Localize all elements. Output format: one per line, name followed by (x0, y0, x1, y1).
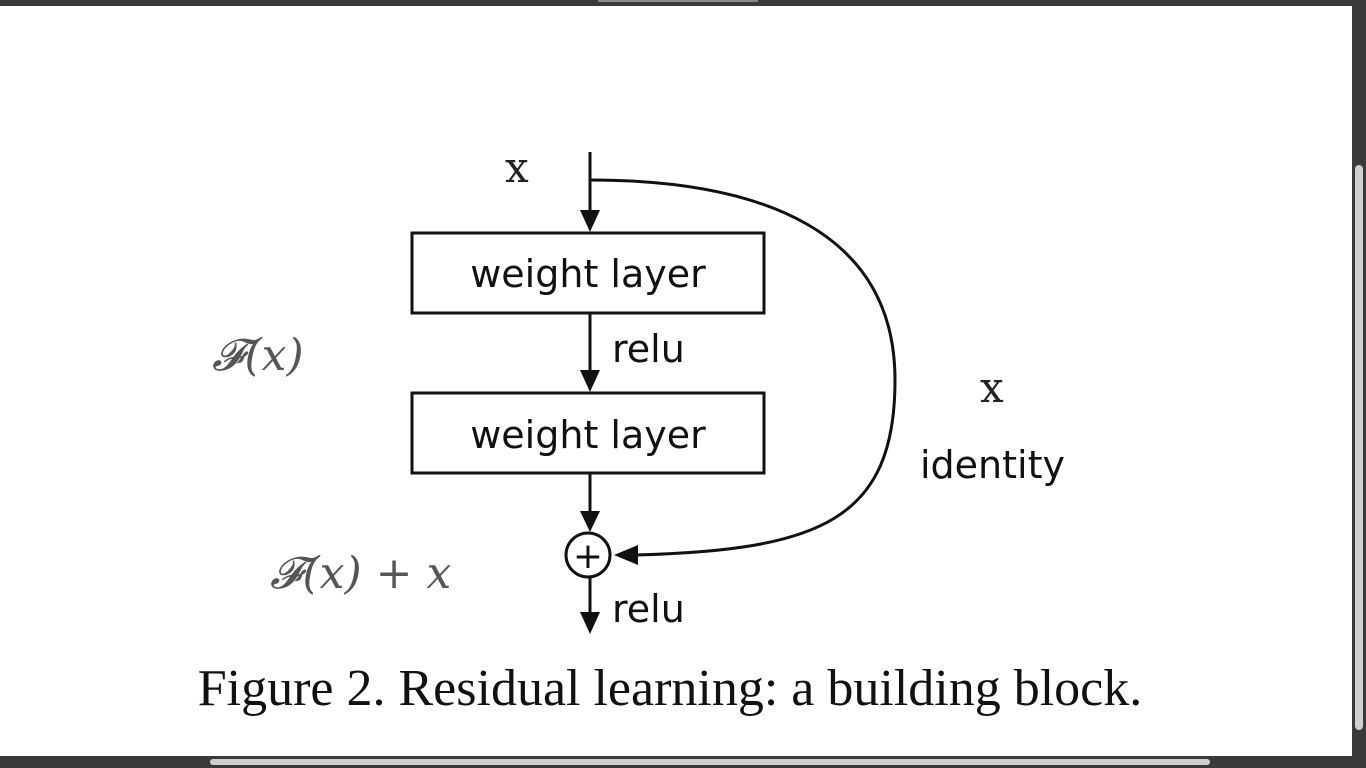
output-arrowhead (580, 612, 600, 634)
addition-symbol: + (573, 536, 603, 577)
box2-to-sum-arrowhead (580, 511, 600, 532)
shortcut-x-label: x (980, 363, 1004, 412)
horizontal-scroll-thumb[interactable] (210, 759, 1210, 765)
relu-mid-label: relu (612, 327, 685, 371)
figure-canvas (0, 6, 1352, 756)
input-x-label: x (505, 143, 529, 192)
sum-output-label: 𝓕(x) + x (270, 548, 451, 599)
residual-function-label: 𝓕(x) (212, 330, 304, 381)
weight-layer-1-box (410, 231, 766, 315)
weight-layer-2-box (410, 391, 766, 475)
identity-shortcut-arrowhead (614, 545, 638, 565)
identity-shortcut-path (589, 178, 897, 557)
vertical-scroll-thumb[interactable] (1355, 165, 1363, 730)
weight-layer-2-label: weight layer (470, 413, 706, 457)
figure-caption: Figure 2. Residual learning: a building … (198, 660, 1143, 717)
identity-label: identity (920, 443, 1065, 487)
weight-layer-1-label: weight layer (470, 252, 706, 296)
input-arrowhead (580, 210, 600, 232)
relu-out-label: relu (612, 587, 685, 631)
addition-node (564, 531, 612, 579)
window-top-tab[interactable] (598, 0, 758, 2)
relu-mid-arrowhead (580, 370, 600, 392)
window-top-bar (0, 0, 1366, 6)
